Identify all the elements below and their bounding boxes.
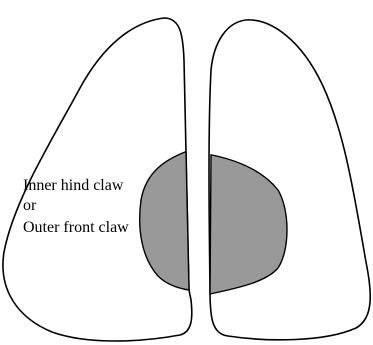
claw-label-line-1: Inner hind claw bbox=[23, 176, 123, 195]
claw-label-line-2: or bbox=[23, 196, 36, 215]
claw-label-line-3: Outer front claw bbox=[23, 218, 129, 237]
